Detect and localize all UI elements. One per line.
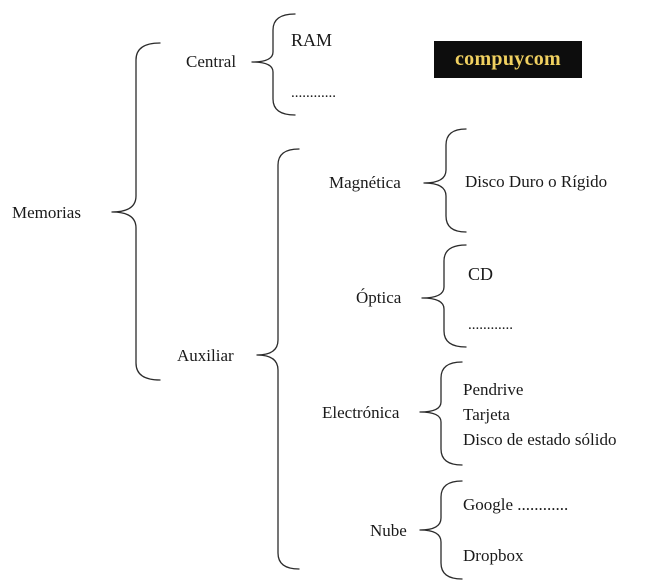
magnetica-brace — [423, 128, 467, 233]
auxiliar-brace — [256, 148, 300, 570]
nube-item-google: Google ............ — [463, 495, 569, 514]
root-label: Memorias — [12, 203, 81, 222]
nube-label: Nube — [370, 521, 407, 540]
central-label: Central — [186, 52, 237, 71]
optica-item-cd: CD — [468, 264, 494, 284]
electronica-item-tarjeta: Tarjeta — [463, 405, 510, 424]
central-item-ellipsis: ............ — [291, 85, 336, 101]
nube-item-dropbox: Dropbox — [463, 546, 524, 565]
optica-label: Óptica — [356, 288, 402, 307]
central-item-ram: RAM — [291, 30, 333, 50]
magnetica-item-disco-duro: Disco Duro o Rígido — [465, 172, 608, 191]
optica-item-ellipsis: ............ — [468, 317, 513, 333]
compuycom-logo: compuycom — [434, 41, 582, 78]
logo-text: compuycom — [454, 48, 562, 70]
auxiliar-label: Auxiliar — [177, 346, 234, 365]
electronica-brace — [419, 361, 463, 466]
electronica-item-disco-estado-solido: Disco de estado sólido — [463, 430, 617, 449]
central-brace — [251, 13, 296, 116]
root-brace — [111, 42, 161, 381]
optica-brace — [421, 244, 467, 348]
nube-brace — [419, 480, 463, 580]
magnetica-label: Magnética — [329, 173, 401, 192]
electronica-label: Electrónica — [322, 403, 400, 422]
electronica-item-pendrive: Pendrive — [463, 380, 524, 399]
